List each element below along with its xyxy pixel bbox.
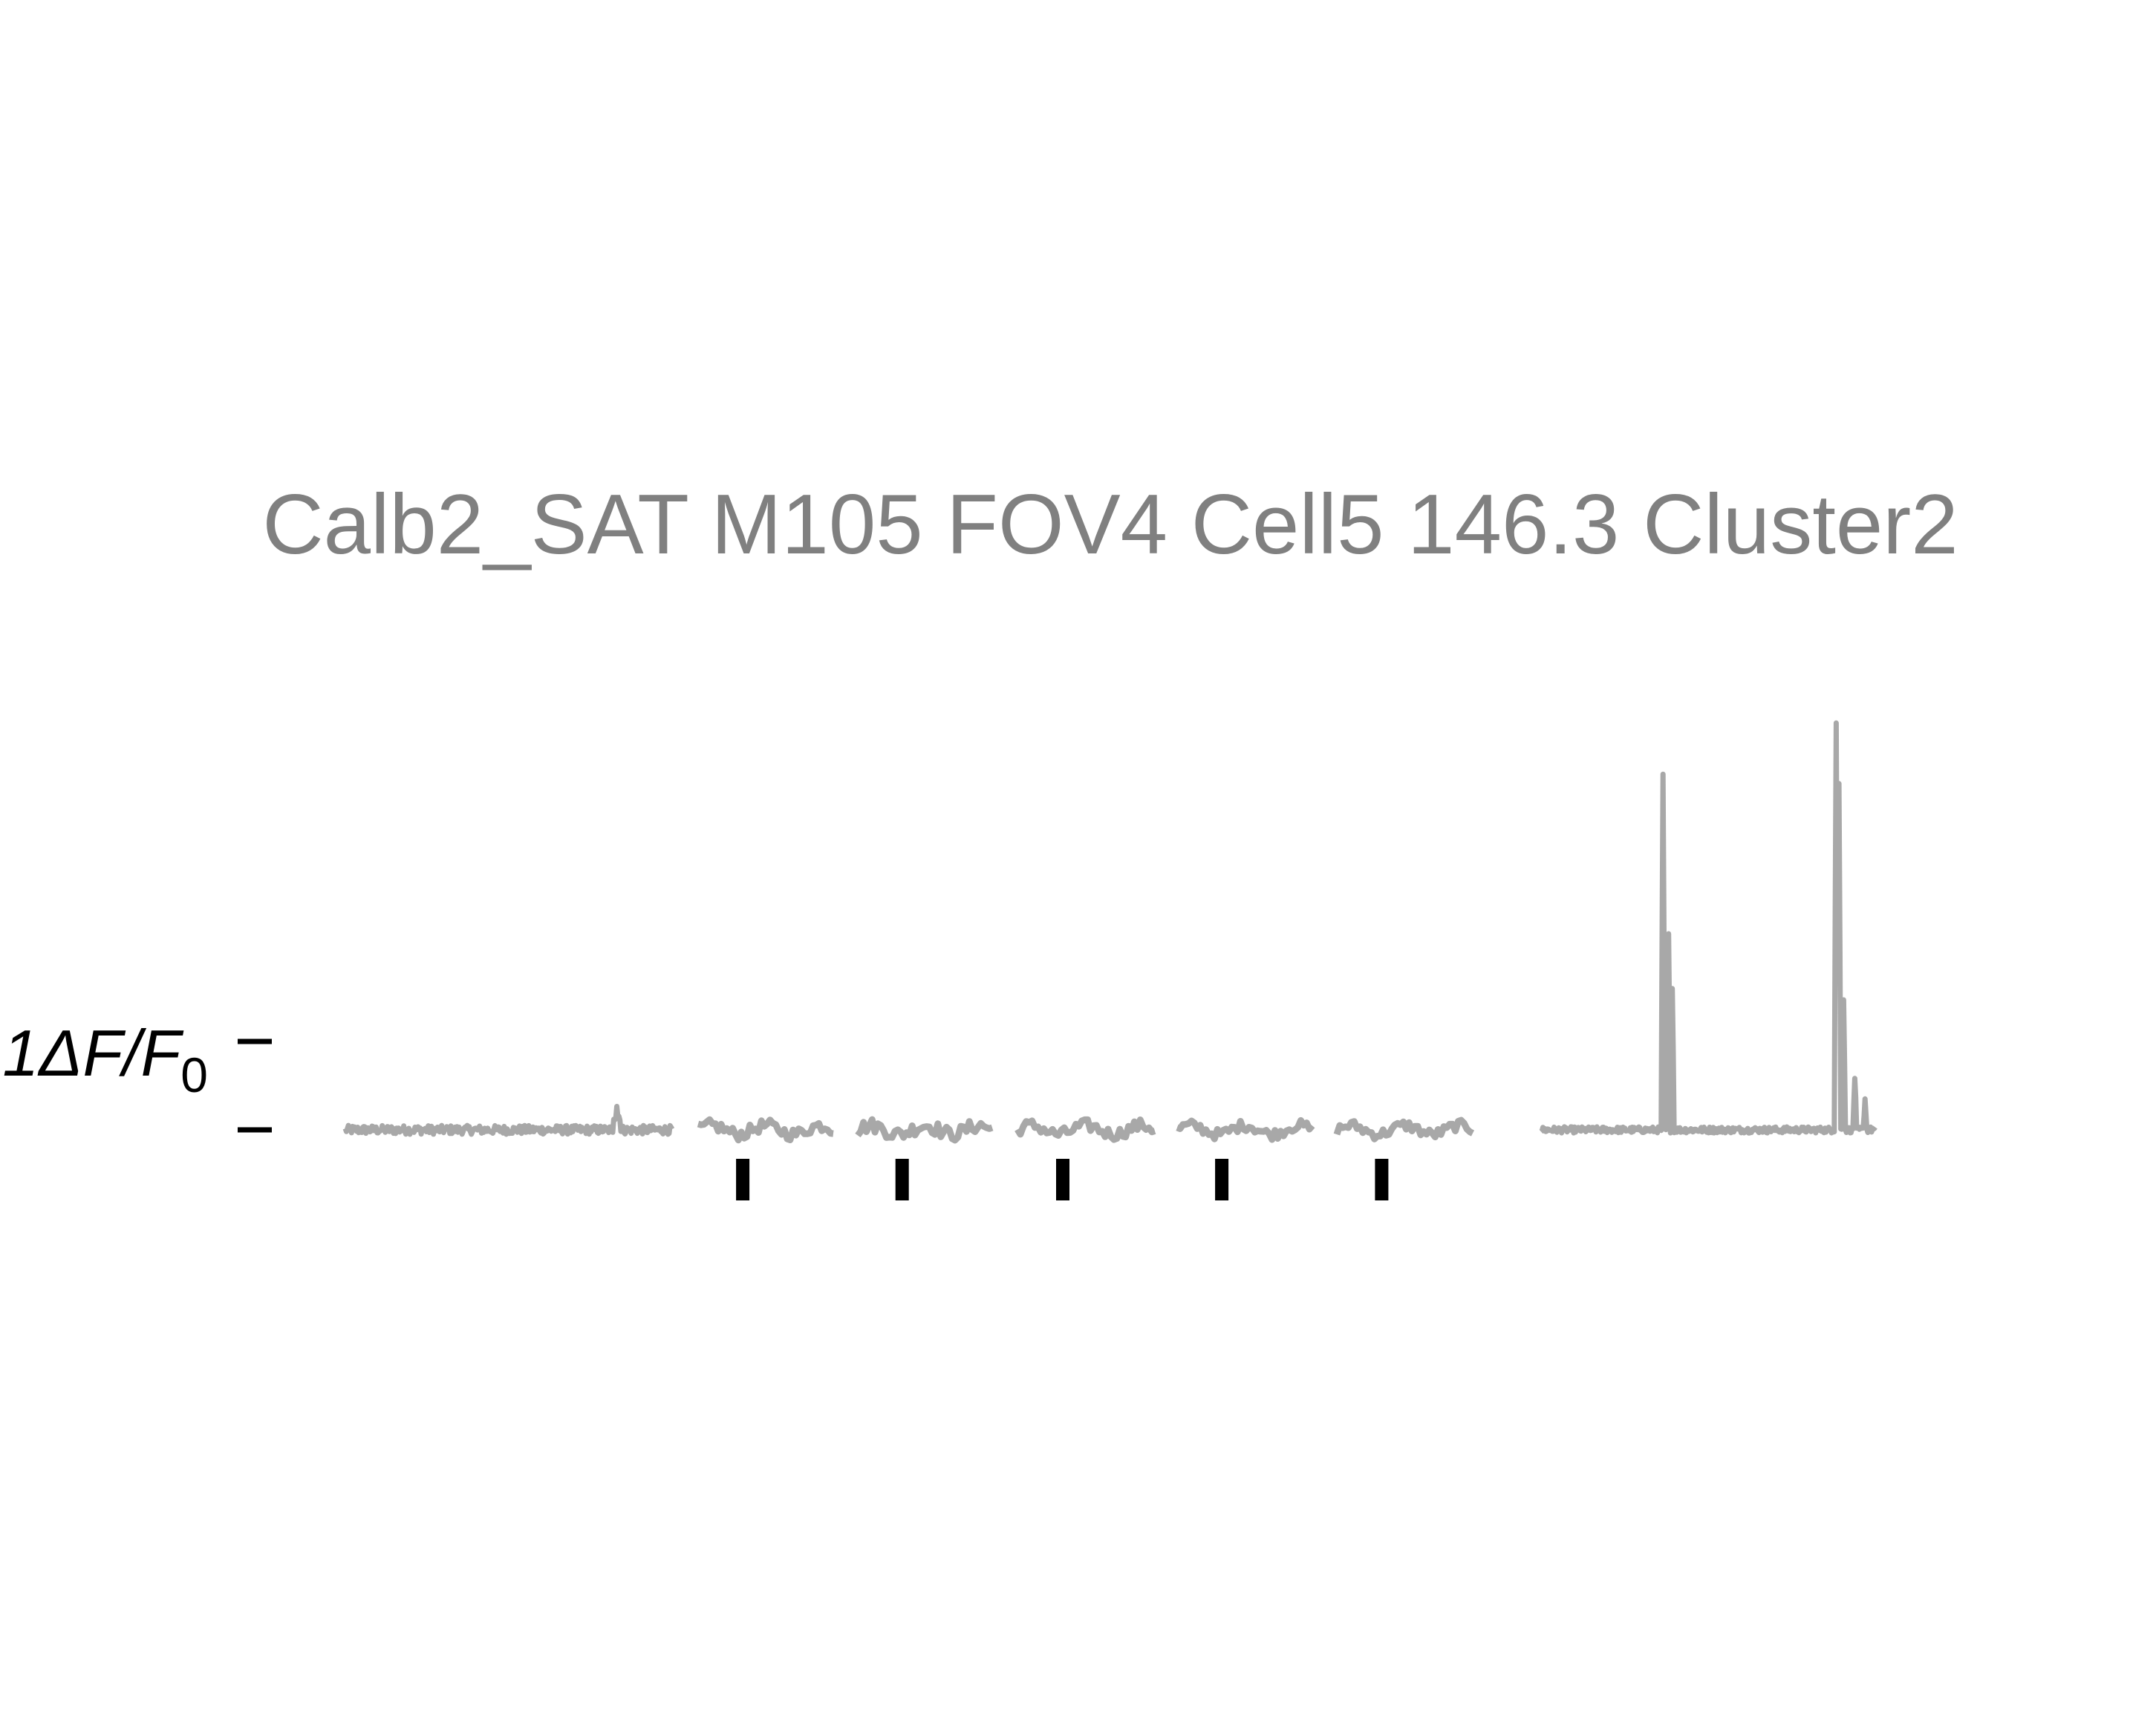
stim-marker-stim-2 xyxy=(895,1159,909,1200)
stim-marker-stim-5 xyxy=(1375,1159,1389,1200)
scale-bar-label: 1ΔF/F0 xyxy=(2,1016,208,1102)
trace-baseline xyxy=(342,1104,675,1137)
trace-stim-2 xyxy=(855,1116,994,1144)
trace-group xyxy=(342,720,1877,1144)
scale-bar: 1ΔF/F0 xyxy=(2,1016,272,1133)
trace-stim-1 xyxy=(697,1116,834,1144)
stim-marker-group xyxy=(736,1159,1389,1200)
trace-spontaneous xyxy=(1539,720,1877,1136)
trace-stim-3 xyxy=(1015,1116,1156,1143)
stim-marker-stim-4 xyxy=(1215,1159,1229,1200)
stim-marker-stim-1 xyxy=(736,1159,750,1200)
stim-marker-stim-3 xyxy=(1056,1159,1069,1200)
trace-stim-5 xyxy=(1333,1116,1475,1142)
trace-stim-4 xyxy=(1176,1116,1315,1143)
chart-title: Calb2_SAT M105 FOV4 Cell5 146.3 Cluster2 xyxy=(262,478,1958,572)
